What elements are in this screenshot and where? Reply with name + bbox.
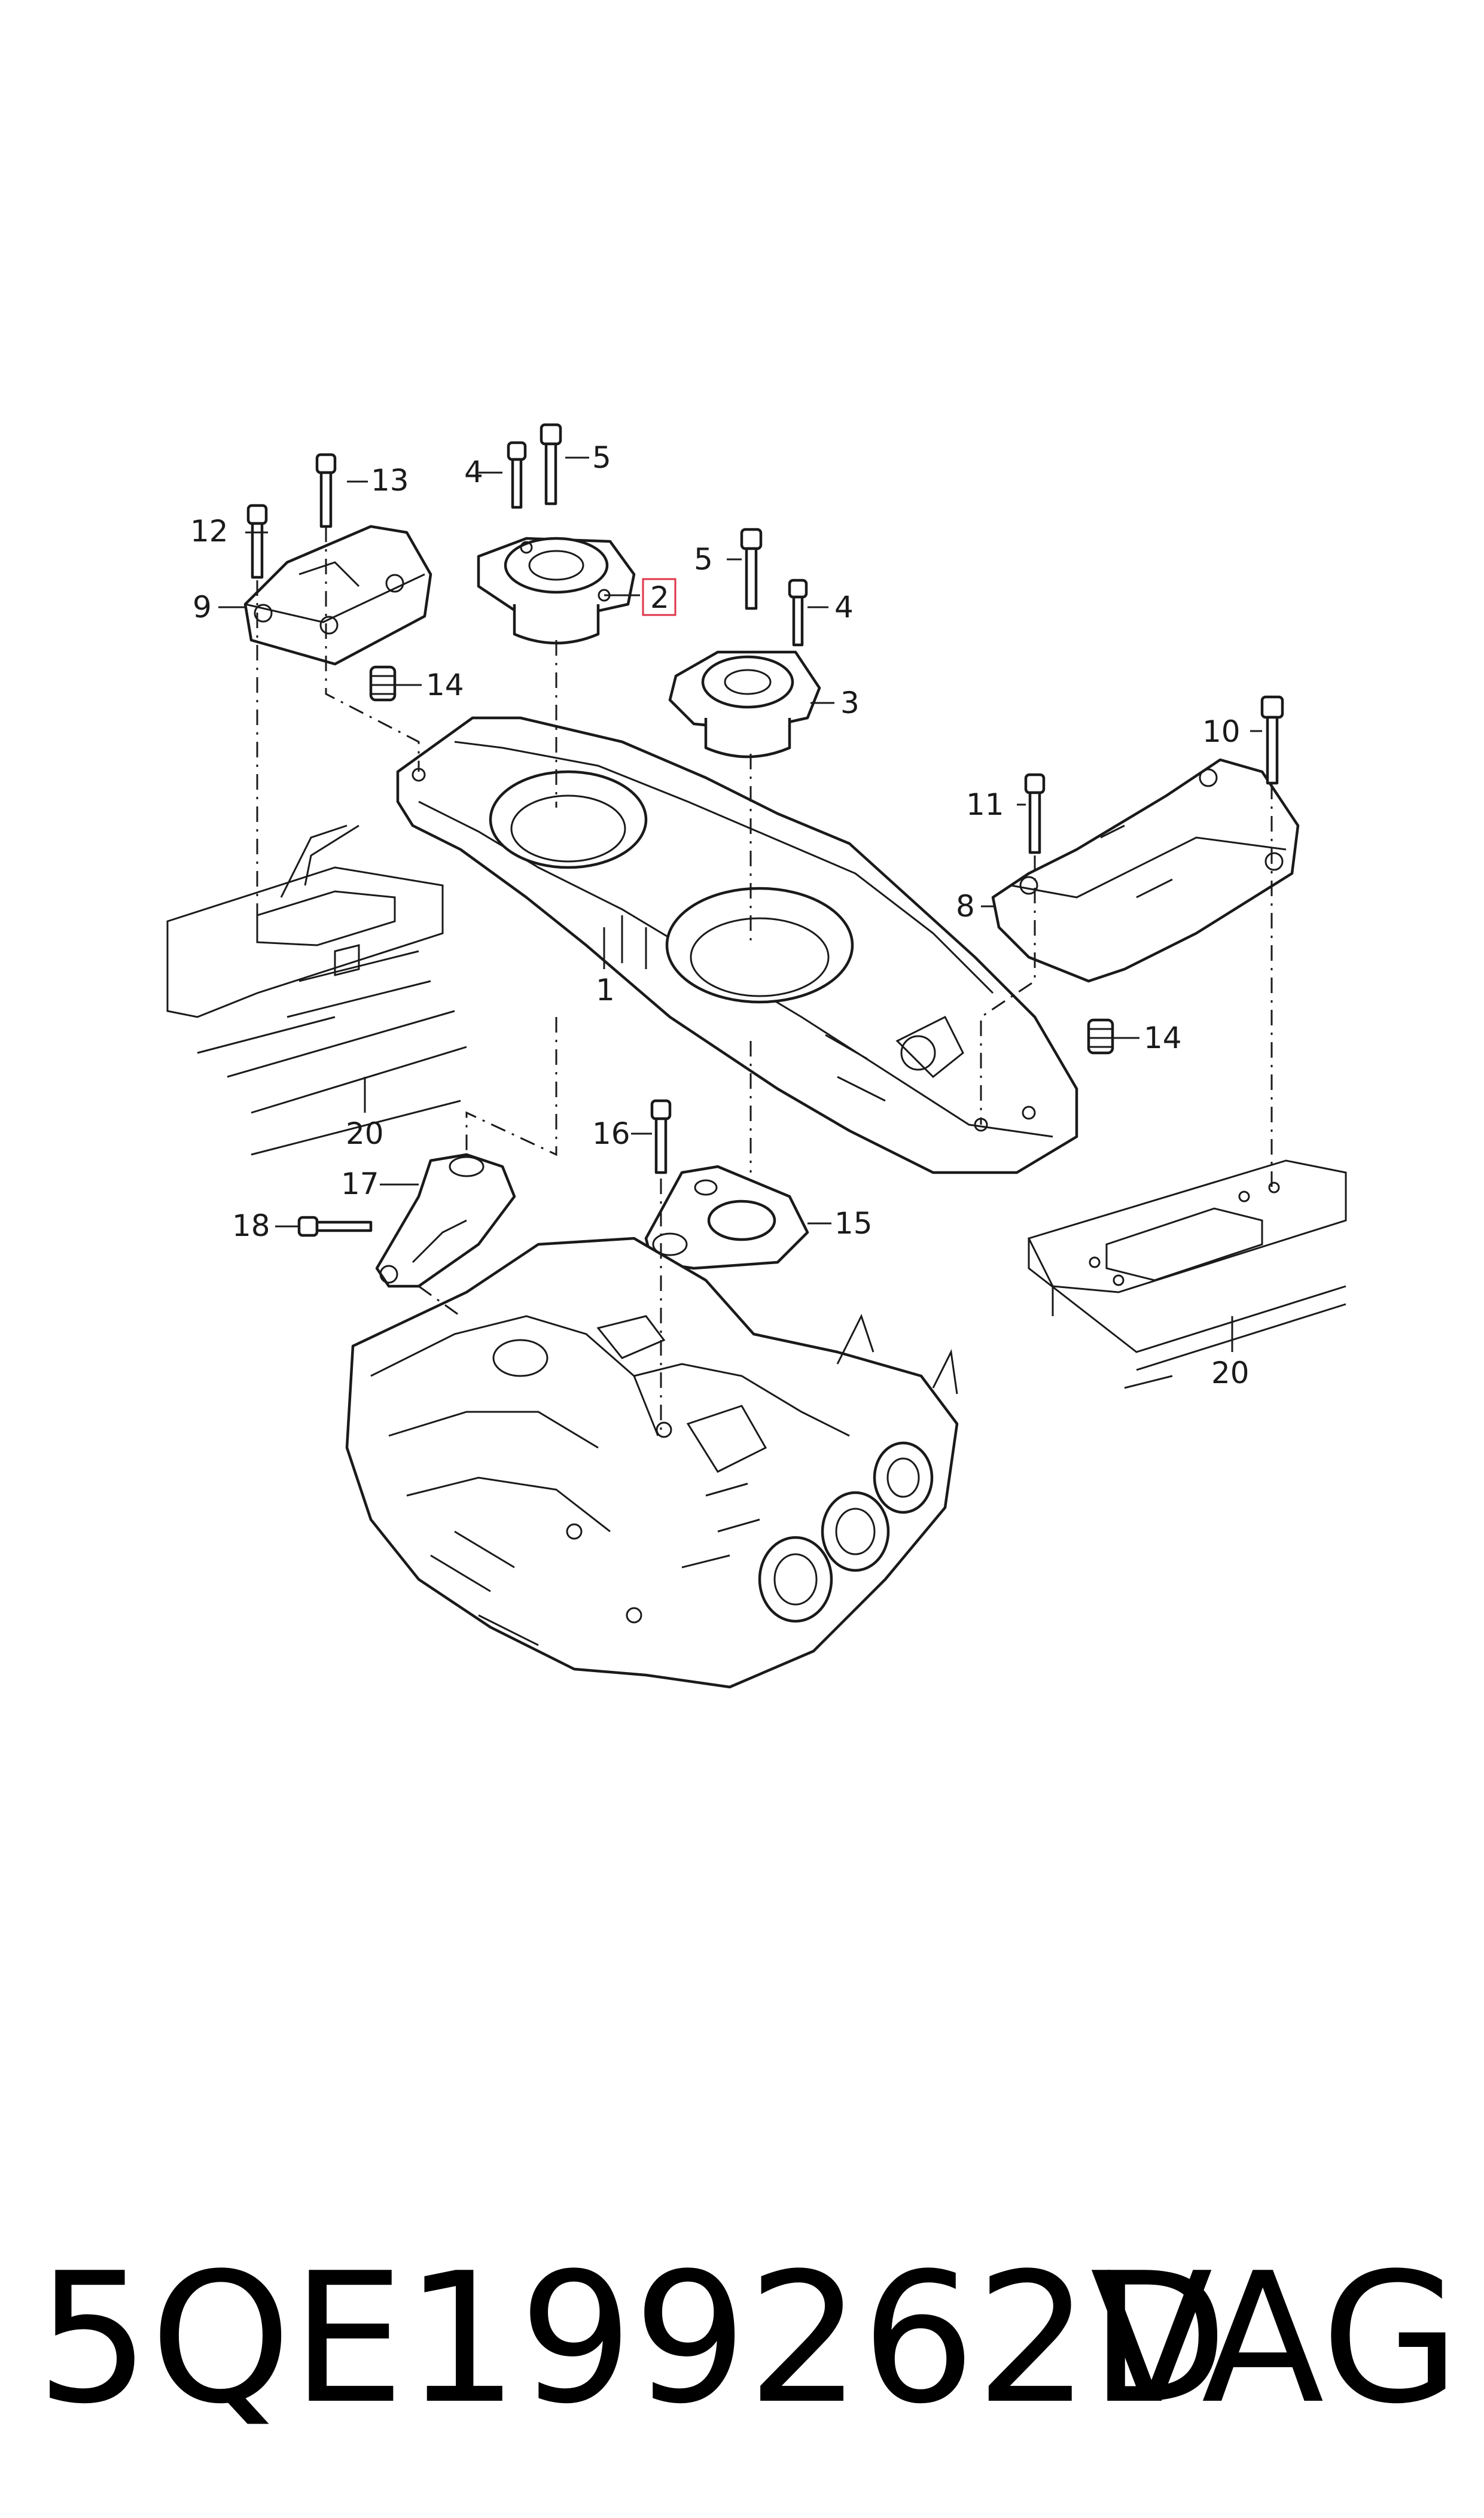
torque-support-17 (375, 1153, 516, 1288)
callout-14-left: 14 (426, 668, 464, 702)
callout-16: 16 (592, 1116, 630, 1151)
bolt-18 (297, 1216, 373, 1237)
engine-mount-3 (668, 650, 821, 759)
bolt-12 (246, 504, 268, 579)
callout-5-right: 5 (694, 542, 713, 577)
callout-2-highlight-box (642, 578, 677, 616)
bolt-5-left (540, 423, 562, 506)
bolt-5-right (740, 528, 763, 610)
callout-labels: 13 12 4 5 2 5 4 3 9 14 1 10 11 8 14 20 1… (190, 440, 1250, 1390)
callout-11: 11 (966, 787, 1004, 822)
bolt-10 (1260, 695, 1284, 785)
leader-lines (218, 456, 1262, 1352)
callout-3: 3 (840, 686, 860, 720)
callout-12: 12 (190, 514, 228, 549)
bolt-11 (1024, 773, 1046, 854)
bolt-4-right (788, 578, 808, 647)
callout-15: 15 (834, 1206, 873, 1241)
callout-4-left: 4 (464, 455, 483, 489)
callout-2: 2 (650, 580, 669, 615)
subframe-crossmember (396, 716, 1078, 1174)
callout-20-right: 20 (1211, 1356, 1250, 1390)
callout-4-right: 4 (834, 590, 854, 625)
callout-17: 17 (341, 1167, 379, 1201)
spring-nut-14-left (369, 665, 397, 702)
transmission-mount-15 (644, 1165, 809, 1270)
callout-9: 9 (193, 590, 212, 625)
assembly-lines (256, 526, 1273, 1436)
brand-name: VAG (1090, 2234, 1460, 2443)
bracket-9 (243, 525, 432, 666)
bolt-4-left (507, 441, 527, 509)
vehicle-frame-left (166, 824, 467, 1156)
part-number: 5QE199262D (36, 2234, 1228, 2443)
callout-8: 8 (956, 889, 975, 924)
spring-nut-14-right (1087, 1018, 1114, 1055)
bolt-13 (315, 453, 337, 528)
callout-10: 10 (1202, 714, 1241, 749)
bolt-16 (650, 1099, 672, 1174)
vehicle-frame-right (1027, 1159, 1347, 1389)
transmission-assembly (345, 1237, 959, 1689)
callout-20-left: 20 (346, 1116, 384, 1151)
callout-5-left: 5 (592, 440, 611, 475)
engine-mount-2 (477, 537, 636, 645)
exploded-parts-diagram: 13 12 4 5 2 5 4 3 9 14 1 10 11 8 14 20 1… (166, 423, 1347, 1689)
bracket-8 (991, 758, 1300, 983)
callout-14-right: 14 (1144, 1021, 1182, 1055)
callout-13: 13 (371, 463, 409, 498)
callout-18: 18 (232, 1208, 270, 1243)
callout-1: 1 (596, 973, 615, 1007)
footer: 5QE199262D VAG (0, 2213, 1484, 2465)
